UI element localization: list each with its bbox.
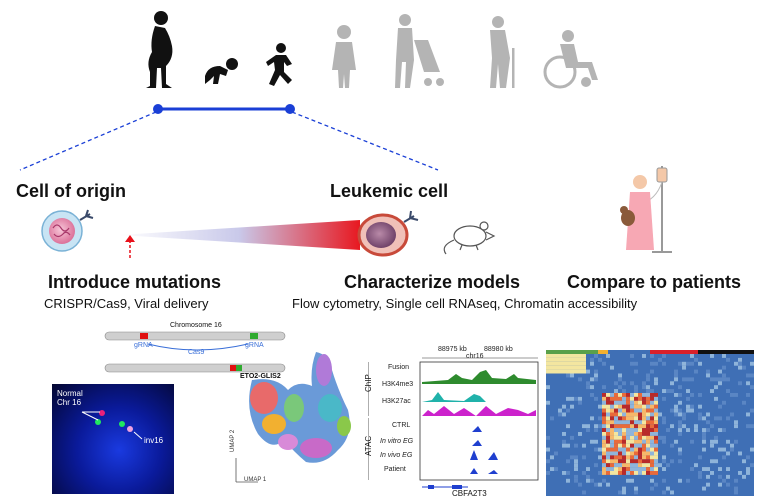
patient-heatmap: [546, 350, 754, 496]
fish-normal-label: Normal: [57, 389, 83, 398]
track-label-invitro: In vitro EG: [380, 438, 414, 445]
track-label-fusion: Fusion: [388, 364, 410, 371]
step-characterize-title: Characterize models: [344, 272, 521, 292]
pregnant-woman-icon: [146, 11, 173, 88]
gene-label: CBFA2T3: [452, 489, 487, 498]
transformation-gradient: [118, 220, 360, 250]
crispr-construct: Chromosome 16 gRNA gRNA Cas9 ETO2-GLIS2: [100, 322, 290, 382]
timeline-start-marker: [153, 104, 163, 114]
umap-x-label: UMAP 1: [244, 477, 267, 483]
teen-icon: [332, 25, 356, 88]
genome-tracks: 88975 kb chr16 88980 kb ChIP ATAC Fusion…: [364, 344, 540, 498]
step-characterize-subtitle: Flow cytometry, Single cell RNAseq, Chro…: [292, 296, 638, 311]
fish-inv-label: inv16: [144, 436, 164, 445]
leukemic-cell-label: Leukemic cell: [330, 181, 449, 201]
fish-chr-label: Chr 16: [57, 398, 82, 407]
wheelchair-icon: [543, 30, 598, 89]
chromosome-label: Chromosome 16: [170, 322, 222, 329]
parent-stroller-icon: [395, 14, 444, 88]
cas9-label: Cas9: [188, 349, 205, 356]
umap-y-label: UMAP 2: [230, 429, 236, 452]
track-label-invivo: In vivo EG: [380, 452, 413, 459]
fish-image: Normal Chr 16 inv16: [52, 384, 174, 494]
leukemic-cell-icon: [357, 210, 419, 257]
track-label-ctrl: CTRL: [392, 422, 411, 429]
running-child-icon: [266, 43, 292, 86]
step-introduce-title: Introduce mutations: [48, 272, 222, 292]
fusion-label: ETO2-GLIS2: [240, 373, 281, 380]
umap-plot: UMAP 2 UMAP 1: [230, 340, 360, 490]
grna-right-label: gRNA: [245, 342, 264, 349]
mouse-icon: [443, 221, 496, 255]
timeline-expansion-lines: [19, 111, 439, 171]
mutation-arrow: [125, 235, 135, 258]
heatmap-cells: [546, 354, 754, 495]
chrom-label: chr16: [466, 353, 484, 360]
track-label-h3k4me3: H3K4me3: [382, 381, 414, 388]
crawling-baby-icon: [205, 58, 238, 84]
atac-group-label: ATAC: [364, 435, 373, 456]
patient-iv-icon: [620, 166, 672, 253]
step-compare-title: Compare to patients: [567, 272, 742, 292]
step-introduce-subtitle: CRISPR/Cas9, Viral delivery: [44, 296, 209, 311]
transformation-panel: [41, 209, 496, 258]
cell-of-origin-label: Cell of origin: [16, 181, 126, 201]
life-stage-row: [146, 11, 598, 114]
chip-group-label: ChIP: [364, 374, 373, 392]
coord-left-label: 88975 kb: [438, 346, 467, 353]
origin-cell-icon: [41, 209, 94, 252]
elderly-cane-icon: [490, 16, 515, 88]
track-label-patient: Patient: [384, 466, 406, 473]
grna-left-label: gRNA: [134, 342, 153, 349]
coord-right-label: 88980 kb: [484, 346, 513, 353]
track-label-h3k27ac: H3K27ac: [382, 398, 411, 405]
